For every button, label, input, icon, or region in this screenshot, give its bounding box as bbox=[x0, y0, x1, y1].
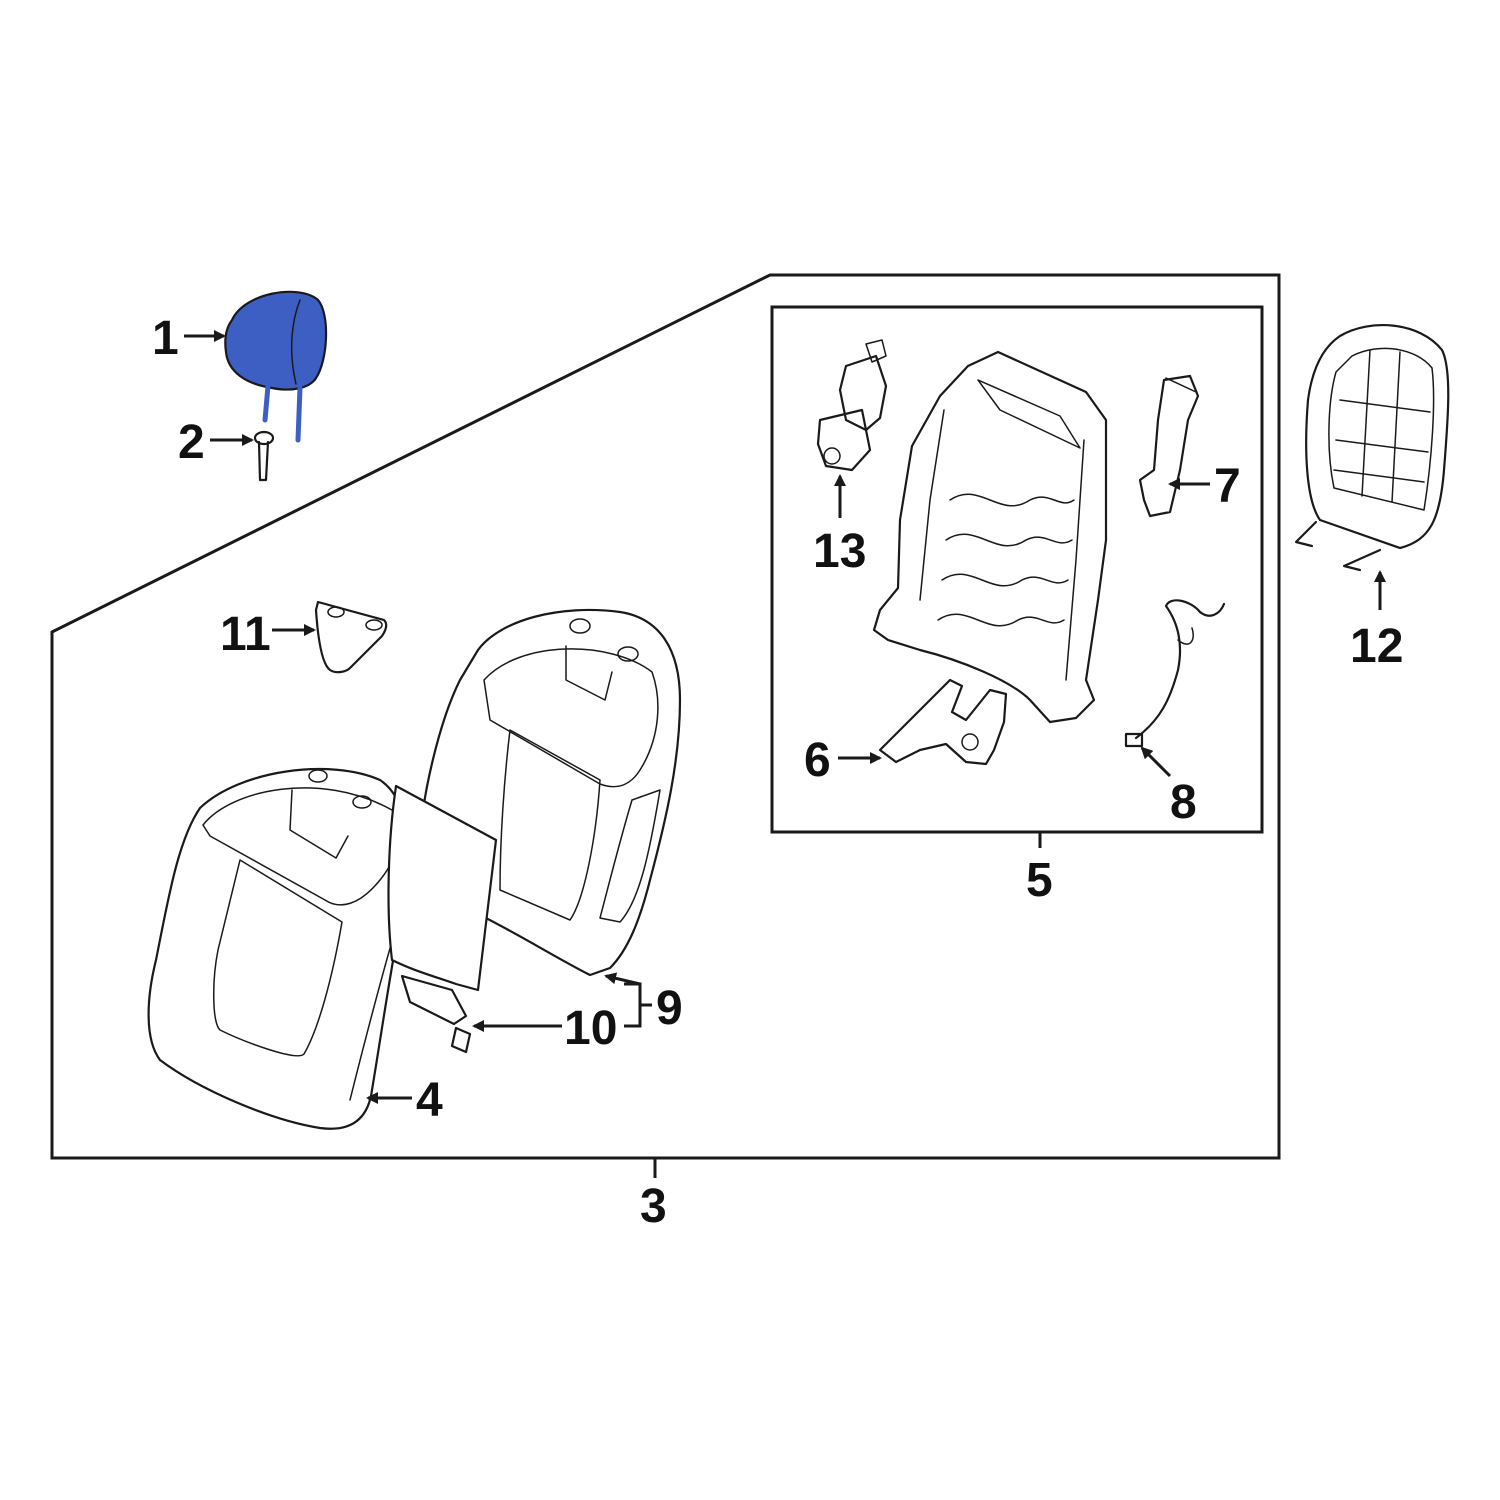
motor-gearbox bbox=[816, 408, 872, 472]
callout-7: 7 bbox=[1214, 460, 1241, 513]
recliner-part-6[interactable] bbox=[878, 678, 1008, 766]
frame-spring-3 bbox=[941, 573, 1069, 587]
callout-2: 2 bbox=[178, 416, 205, 469]
seat-back-cover-part-4[interactable] bbox=[147, 767, 412, 1130]
recliner-motor-part-13[interactable] bbox=[816, 339, 888, 472]
bezel-hole-right bbox=[365, 619, 383, 631]
recliner-body bbox=[878, 678, 1008, 766]
seat-pad bbox=[387, 784, 498, 992]
callout-5: 5 bbox=[1026, 854, 1053, 907]
assembly-5-frame bbox=[770, 305, 1264, 834]
panel-grid-4 bbox=[1361, 349, 1371, 497]
panel-foot bbox=[1294, 520, 1382, 572]
callout-9: 9 bbox=[656, 982, 683, 1035]
headrest-post-right bbox=[295, 385, 303, 443]
callout-1: 1 bbox=[152, 312, 179, 365]
leader-8 bbox=[1140, 746, 1172, 778]
cover-front-hole-left bbox=[308, 769, 328, 783]
back-panel-part-12[interactable] bbox=[1294, 324, 1450, 572]
cover-rear-hole-right bbox=[617, 646, 639, 662]
frame-spring-2 bbox=[945, 533, 1073, 547]
callout-3: 3 bbox=[640, 1180, 667, 1233]
bracket-top bbox=[1165, 377, 1197, 393]
cover-rear-collar bbox=[483, 648, 659, 788]
guide-pin-head bbox=[253, 430, 275, 446]
callout-4: 4 bbox=[416, 1074, 443, 1127]
bezel-part-11[interactable] bbox=[314, 600, 388, 674]
panel-grid-5 bbox=[1391, 351, 1401, 503]
heater-connector bbox=[450, 1026, 472, 1054]
headrest-post-left bbox=[262, 383, 271, 423]
callout-8: 8 bbox=[1170, 776, 1197, 829]
frame-spring-1 bbox=[949, 493, 1075, 507]
motor-cap bbox=[865, 339, 887, 363]
headrest-body bbox=[224, 290, 328, 391]
bezel-body bbox=[314, 600, 388, 674]
harness-branch bbox=[1177, 627, 1194, 645]
guide-pin-part-2[interactable] bbox=[253, 430, 275, 482]
cover-front-outline bbox=[147, 767, 412, 1130]
bracket-9 bbox=[624, 982, 652, 1028]
harness-part-8[interactable] bbox=[1124, 599, 1226, 748]
panel-grid-3 bbox=[1333, 469, 1425, 483]
callout-10: 10 bbox=[564, 1002, 617, 1055]
frame-right-rail bbox=[1065, 439, 1085, 681]
callout-11: 11 bbox=[220, 608, 271, 661]
harness-plug bbox=[1124, 732, 1144, 748]
seat-back-rear-cover-part-9[interactable] bbox=[387, 608, 682, 992]
panel-grid-1 bbox=[1339, 399, 1431, 413]
motor-body bbox=[838, 354, 888, 432]
harness-wire bbox=[1134, 599, 1226, 740]
seat-back-frame[interactable] bbox=[872, 350, 1108, 724]
bracket-part-7[interactable] bbox=[1138, 374, 1200, 518]
headrest-part-1[interactable] bbox=[224, 290, 328, 443]
cover-front-panel bbox=[213, 859, 343, 1057]
cover-rear-inner-panel bbox=[499, 729, 601, 921]
callout-12: 12 bbox=[1350, 620, 1403, 673]
heater-pad bbox=[400, 974, 468, 1026]
frame-upper-bar bbox=[977, 379, 1081, 449]
frame-left-rail bbox=[919, 409, 945, 601]
panel-inner bbox=[1328, 347, 1435, 511]
heater-part-10[interactable] bbox=[400, 974, 472, 1054]
bezel-hole-left bbox=[327, 606, 345, 618]
callout-13: 13 bbox=[813, 525, 866, 578]
cover-front-notch bbox=[289, 789, 349, 859]
cover-rear-notch bbox=[565, 645, 613, 701]
bracket-body bbox=[1138, 374, 1200, 518]
motor-gear bbox=[823, 447, 841, 465]
cover-front-hole-right bbox=[352, 795, 372, 809]
panel-outline bbox=[1305, 324, 1450, 550]
recliner-pivot bbox=[961, 733, 979, 751]
callout-6: 6 bbox=[804, 734, 831, 787]
headrest-seam bbox=[290, 299, 301, 385]
cover-rear-hole-left bbox=[569, 618, 591, 634]
assembly-3-frame bbox=[50, 273, 1281, 1160]
frame-spring-4 bbox=[937, 613, 1065, 627]
cover-rear-side-pocket bbox=[599, 789, 661, 923]
guide-pin-shaft bbox=[257, 440, 270, 482]
frame-outline bbox=[872, 350, 1108, 724]
panel-grid-2 bbox=[1335, 439, 1429, 453]
